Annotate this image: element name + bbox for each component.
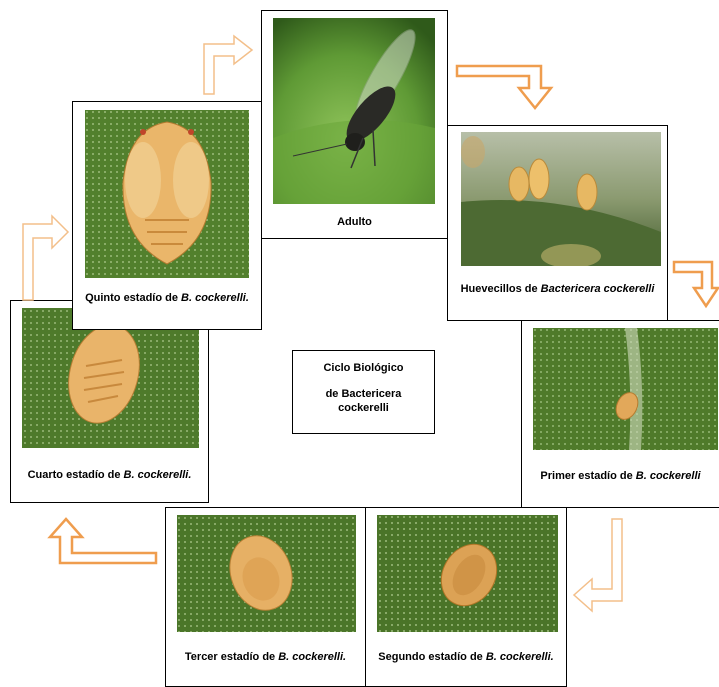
first-instar-photo — [533, 328, 718, 450]
flow-arrow-icon — [200, 26, 260, 96]
cycle-title-line2: de Bactericera cockerelli — [293, 387, 434, 415]
stage-caption-tercer: Tercer estadío de B. cockerelli. — [166, 650, 365, 665]
stage-caption-segundo: Segundo estadío de B. cockerelli. — [366, 650, 566, 665]
stage-card-quinto: Quinto estadío de B. cockerelli. — [72, 101, 262, 330]
flow-arrow-icon — [570, 517, 640, 617]
stage-caption-huevecillos: Huevecillos de Bactericera cockerelli — [448, 282, 667, 297]
cycle-title-box: Ciclo Biológico de Bactericera cockerell… — [292, 350, 435, 434]
third-instar-photo — [177, 515, 356, 632]
flow-arrow-icon — [672, 258, 719, 310]
eggs-photo — [461, 132, 661, 266]
stage-card-huevecillos: Huevecillos de Bactericera cockerelli — [447, 125, 668, 321]
second-instar-photo — [377, 515, 558, 632]
stage-caption-quinto: Quinto estadío de B. cockerelli. — [73, 291, 261, 306]
stage-card-adulto: Adulto — [261, 10, 448, 239]
fifth-instar-photo — [85, 110, 249, 278]
flow-arrow-icon — [455, 62, 570, 112]
stage-caption-cuarto: Cuarto estadío de B. cockerelli. — [11, 468, 208, 483]
stage-card-primer: Primer estadío de B. cockerelli — [521, 320, 719, 508]
flow-arrow-icon — [46, 515, 158, 567]
adult-psyllid-photo — [273, 18, 435, 204]
stage-card-segundo: Segundo estadío de B. cockerelli. — [365, 507, 567, 687]
stage-card-cuarto: Cuarto estadío de B. cockerelli. — [10, 300, 209, 503]
stage-caption-primer: Primer estadío de B. cockerelli — [522, 469, 719, 484]
flow-arrow-icon — [20, 216, 72, 302]
stage-caption-adulto: Adulto — [262, 215, 447, 230]
stage-card-tercer: Tercer estadío de B. cockerelli. — [165, 507, 366, 687]
cycle-title-line1: Ciclo Biológico — [293, 361, 434, 375]
